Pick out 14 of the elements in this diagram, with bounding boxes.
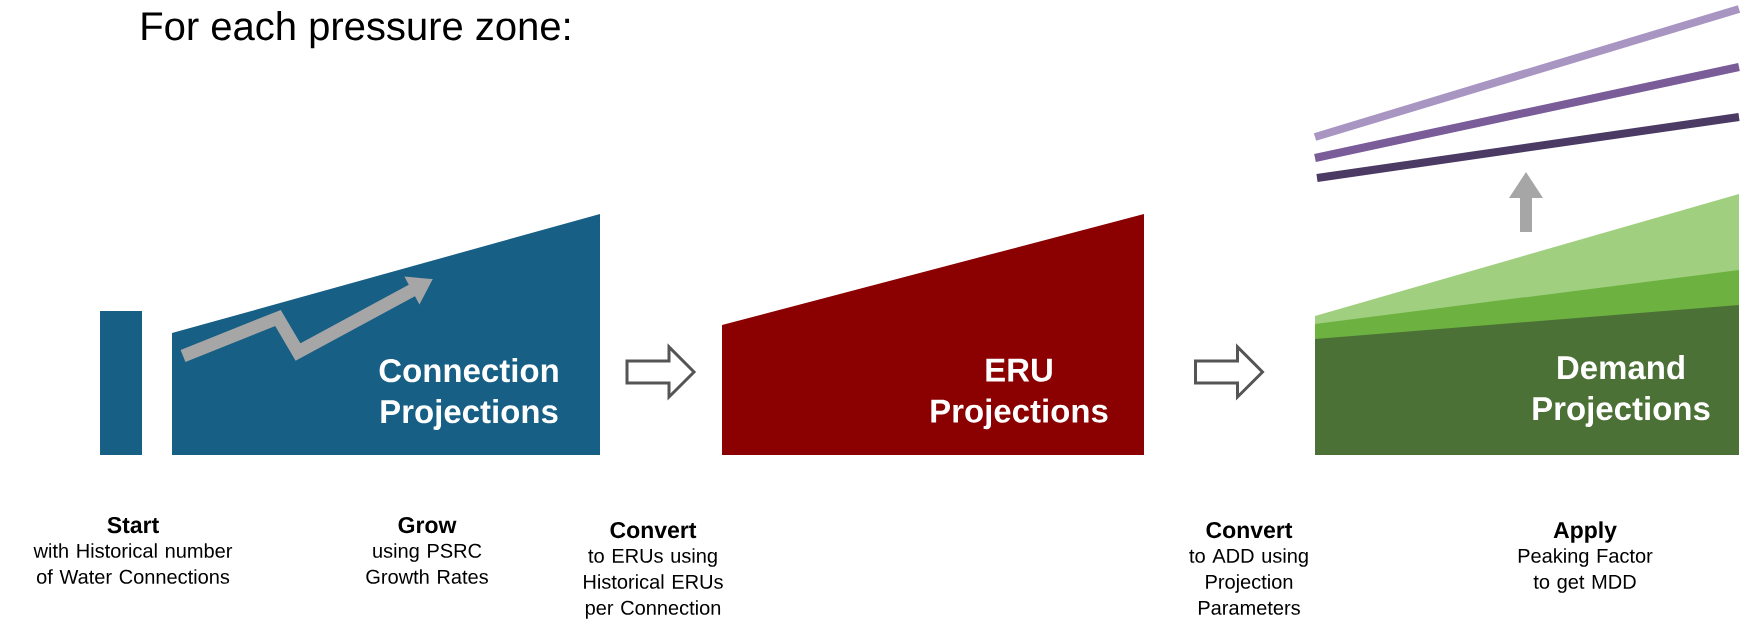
block-arrow (1194, 343, 1265, 401)
step-description: to ERUs using Historical ERUs per Connection (584, 548, 723, 619)
heading: For each pressure zone: (142, 11, 570, 49)
step-heading: Start (107, 516, 159, 534)
step-heading: Grow (398, 516, 457, 534)
block-arrow (625, 343, 697, 401)
step-heading: Apply (1553, 521, 1617, 543)
step-description: using PSRC Growth Rates (366, 543, 488, 584)
start-bar (100, 311, 142, 455)
step-heading: Convert (610, 521, 697, 539)
step-description: Peaking Factor to get MDD (1518, 548, 1653, 593)
step-description: to ADD using Projection Parameters (1189, 548, 1308, 615)
step-heading: Convert (1206, 521, 1293, 539)
step-description: with Historical number of Water Connections (33, 543, 233, 584)
